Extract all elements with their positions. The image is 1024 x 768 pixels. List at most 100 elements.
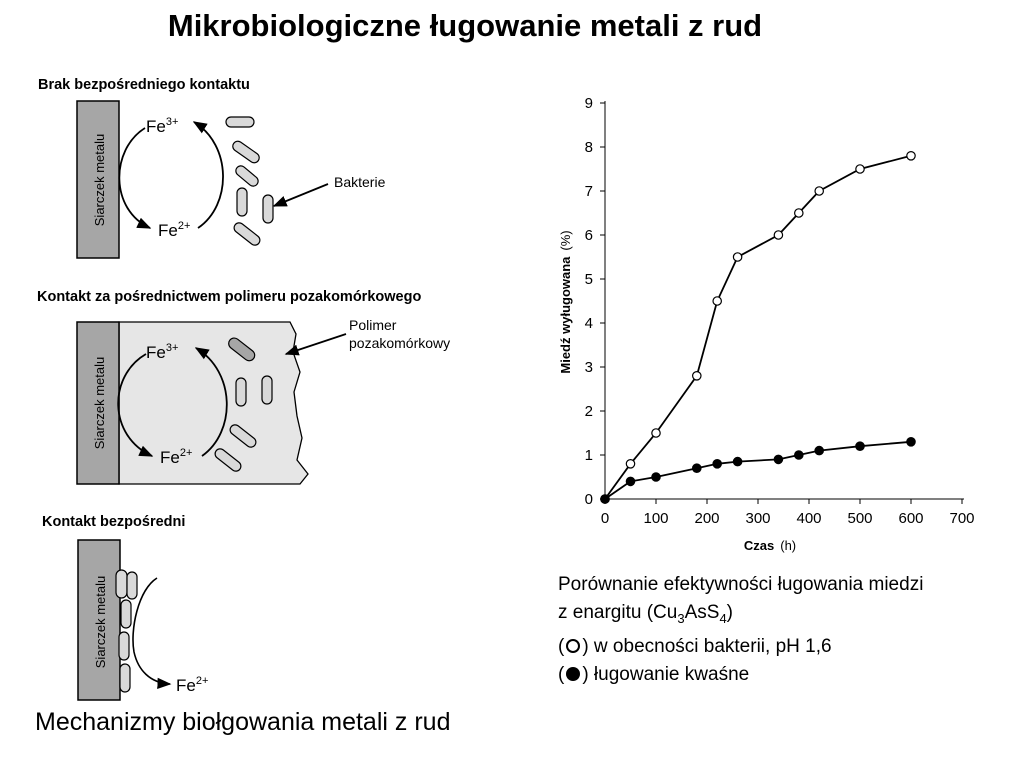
bacterium [115, 569, 128, 599]
x-tick-label: 500 [847, 510, 872, 527]
data-point-filled [691, 463, 702, 473]
chart-caption: Porównanie efektywności ługowania miedzi… [558, 571, 923, 689]
data-point-filled [600, 494, 610, 504]
y-tick-label: 5 [585, 271, 593, 288]
fe3-ion: Fe3+ [146, 116, 178, 136]
x-tick-label: 700 [949, 510, 974, 527]
fe2-ion: Fe2+ [158, 220, 190, 240]
polymer-text-line2: pozakomórkowy [349, 335, 450, 351]
fe-cycle-left-arrow [118, 127, 152, 229]
chart-series [600, 151, 916, 504]
series-line-1 [604, 154, 912, 500]
data-point-open [814, 186, 824, 196]
y-tick-label: 8 [585, 139, 593, 156]
y-tick-label: 6 [585, 227, 593, 244]
x-tick-label: 300 [745, 510, 770, 527]
fe2-ion: Fe2+ [160, 447, 192, 467]
fe2-ion: Fe2+ [176, 675, 208, 695]
data-point-open [732, 252, 743, 262]
bacteria-pointer [272, 183, 329, 207]
fe3-ion: Fe3+ [146, 342, 178, 362]
metal-sulfide-text: Siarczek metalu [93, 576, 108, 668]
y-tick-label: 4 [585, 315, 593, 332]
page-title: Mikrobiologiczne ługowanie metali z rud [167, 8, 763, 43]
filled-circle-icon [566, 666, 581, 681]
data-point-filled [793, 450, 804, 460]
data-point-open [651, 428, 661, 438]
panel-direct: Siarczek metalu Fe2+ [77, 539, 208, 701]
polymer-pointer [284, 333, 347, 356]
bacterium [235, 377, 247, 407]
bacterium [120, 599, 132, 629]
series-line-2 [604, 440, 912, 500]
x-axis-label: Czas(h) [744, 538, 796, 553]
polymer-contact-label: Kontakt za pośrednictwem polimeru pozako… [37, 289, 422, 305]
chart-caption-line1: Porównanie efektywności ługowania miedzi [558, 574, 924, 595]
metal-sulfide-text: Siarczek metalu [92, 134, 107, 226]
extracellular-polymer [118, 321, 309, 485]
x-tick-label: 400 [796, 510, 821, 527]
data-point-filled [651, 472, 661, 482]
y-axis-label: Miedź wyługowana(%) [558, 230, 573, 373]
data-point-filled [855, 441, 865, 451]
chart-caption-line2: z enargitu (Cu3AsS4) [558, 602, 733, 626]
bacterium [261, 375, 273, 405]
data-point-open [906, 151, 916, 161]
bacterium [119, 663, 131, 693]
bacteria-group [115, 569, 138, 693]
no-contact-label: Brak bezpośredniego kontaktu [38, 77, 250, 93]
bacteria-group [214, 337, 273, 472]
y-tick-label: 2 [585, 403, 593, 420]
bacterium [262, 194, 274, 224]
bacteria-group [225, 116, 274, 246]
bacterium [232, 140, 260, 164]
panel-no-contact: Siarczek metalu Fe3+ Fe2+ Bakterie [76, 100, 386, 259]
y-tick-label: 9 [585, 95, 593, 112]
data-point-open [793, 208, 804, 218]
fe2-release-arrow [132, 577, 172, 689]
x-tick-label: 0 [601, 510, 609, 527]
bacterium [126, 571, 138, 600]
bacterium [236, 187, 248, 217]
chart-axes: 0 100 200 300 400 500 600 700 0 1 2 3 4 5 6 7 8 9 [585, 95, 975, 527]
y-tick-label: 0 [585, 491, 593, 508]
fe-cycle-right-arrow [194, 347, 228, 457]
fe-cycle-left-arrow [117, 353, 154, 457]
bacterium [214, 448, 242, 472]
data-point-filled [814, 445, 824, 456]
y-tick-label: 1 [585, 447, 593, 464]
bacterium [118, 631, 130, 661]
bacteria-text: Bakterie [334, 174, 386, 190]
data-point-filled [732, 456, 743, 467]
leaching-chart: 0 100 200 300 400 500 600 700 0 1 2 3 4 5 6 7 8 9 Czas(h)… [558, 95, 975, 553]
bacterium [235, 165, 259, 187]
chart-caption-line4: () ługowanie kwaśne [558, 663, 750, 685]
figure-caption: Mechanizmy biołgowania metali z rud [35, 708, 451, 736]
y-tick-label: 3 [585, 359, 593, 376]
fe-cycle-right-arrow [192, 121, 224, 229]
y-tick-label: 7 [585, 183, 593, 200]
metal-sulfide-block [76, 100, 120, 259]
polymer-text-line1: Polimer [349, 317, 397, 333]
bacterium [229, 424, 257, 448]
bacterium [228, 337, 256, 362]
bacterium [233, 222, 261, 246]
data-point-open [712, 296, 722, 306]
x-tick-label: 600 [898, 510, 923, 527]
metal-sulfide-block [77, 539, 121, 701]
panel-polymer: Siarczek metalu Fe3+ Fe2+ Polimer pozako… [76, 317, 450, 485]
data-point-filled [625, 476, 636, 487]
data-point-open [773, 230, 784, 240]
bacterium [225, 116, 255, 128]
data-point-filled [712, 458, 722, 469]
x-tick-label: 200 [694, 510, 719, 527]
data-point-filled [773, 454, 784, 465]
data-point-open [625, 458, 636, 469]
x-tick-label: 100 [643, 510, 668, 527]
metal-sulfide-text: Siarczek metalu [92, 357, 107, 449]
data-point-open [691, 370, 702, 381]
data-point-filled [906, 436, 916, 447]
open-circle-icon [566, 638, 581, 653]
chart-caption-line3: () w obecności bakterii, pH 1,6 [558, 635, 832, 657]
